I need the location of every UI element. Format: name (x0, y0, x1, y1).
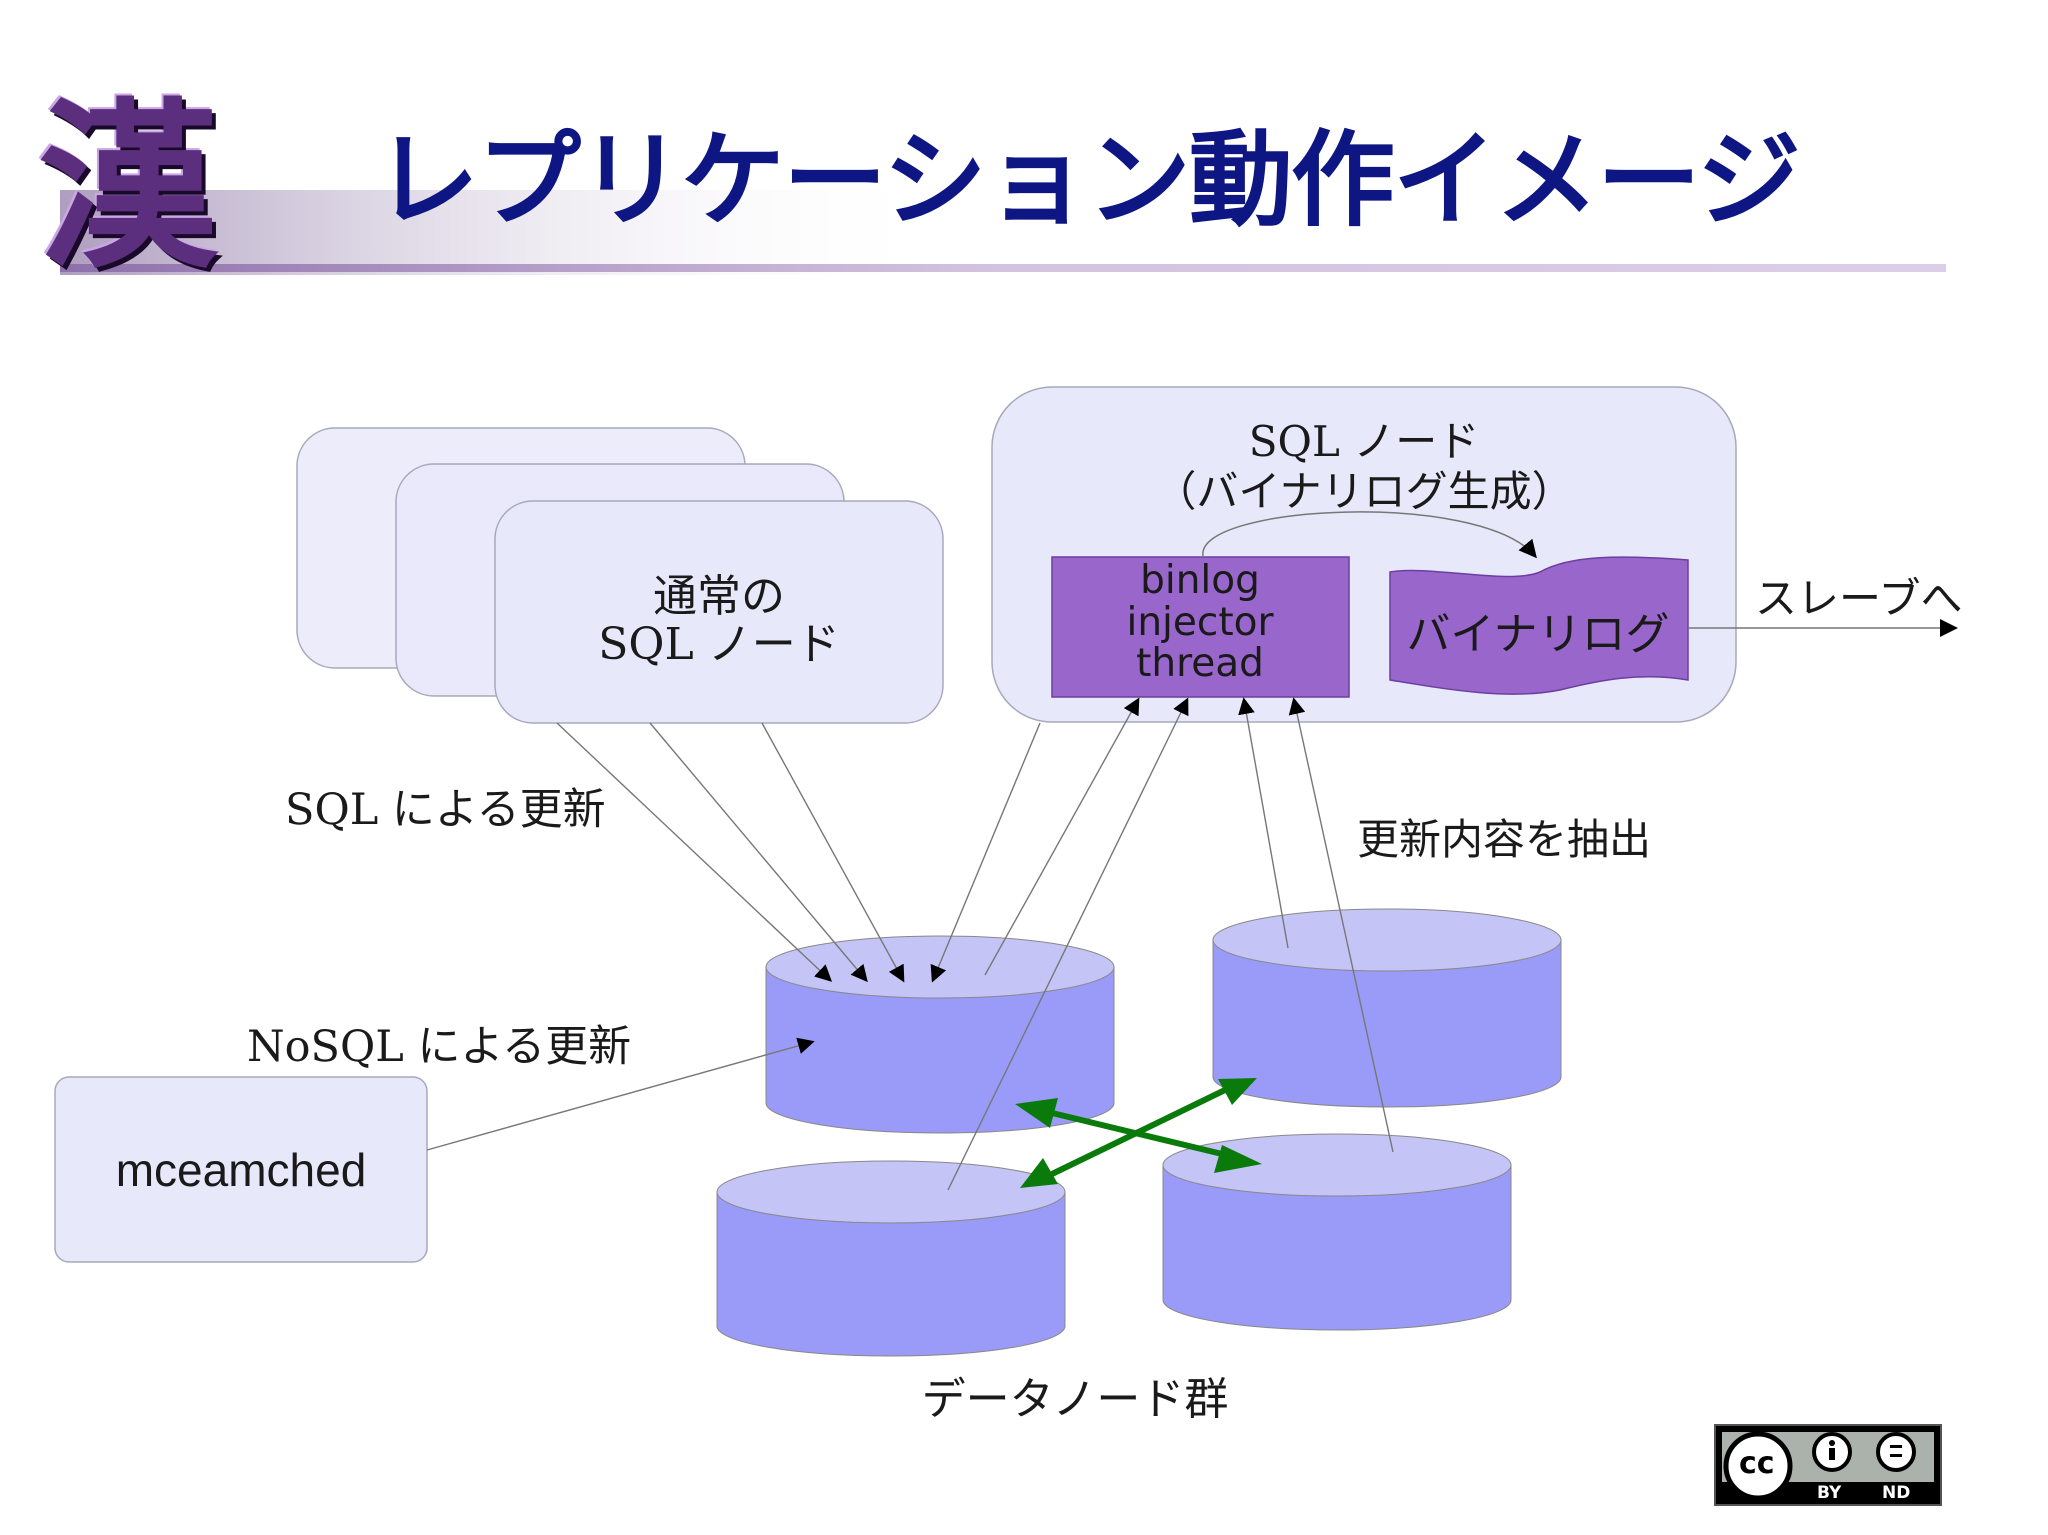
binlog-injector-box (1051, 556, 1350, 698)
header-rule (60, 264, 1946, 272)
by-text: BY (1817, 1483, 1842, 1503)
binlog-injector-line2: injector (1126, 600, 1274, 645)
header-glow (60, 190, 940, 275)
sql-node-label-line1: 通常の (653, 571, 785, 622)
binary-log-shape (1389, 556, 1689, 695)
data-node-4 (1162, 1133, 1512, 1331)
binlog-injector-line1: binlog (1140, 558, 1260, 603)
cc-text: cc (1739, 1446, 1775, 1481)
cc-license-badge (1714, 1424, 1942, 1506)
binlog-injector-line3: thread (1136, 641, 1264, 686)
sql-node-front-box (494, 500, 944, 724)
header-decoration (60, 190, 1946, 275)
memcached-label: mceamched (115, 1144, 367, 1196)
extract-arrows (947, 697, 1394, 1191)
data-node-2 (1212, 908, 1562, 1108)
binlog-sql-node-label-line1: SQL ノード (1248, 417, 1480, 466)
logo-kanji: 漢 (38, 82, 219, 293)
binary-log-label: バイナリログ (1406, 609, 1670, 660)
nosql-update-label: NoSQL による更新 (247, 1022, 632, 1072)
logo: 漢 (38, 88, 238, 298)
extract-update-label: 更新内容を抽出 (1357, 815, 1652, 864)
data-node-1 (765, 935, 1115, 1134)
data-nodes-label: データノード群 (921, 1374, 1229, 1425)
nd-icon (1876, 1432, 1916, 1472)
sql-node-label-line2: SQL ノード (598, 619, 840, 670)
memcached-box (54, 1076, 428, 1263)
binlog-sql-node-label-line2: （バイナリログ生成） (1154, 467, 1574, 516)
green-replication-arrows (1015, 1078, 1262, 1188)
sql-update-label: SQL による更新 (285, 785, 606, 835)
data-node-3 (716, 1160, 1066, 1357)
nd-text: ND (1882, 1483, 1911, 1503)
cc-icon (1723, 1431, 1793, 1501)
sql-update-arrows (556, 722, 1041, 983)
to-slave-label: スレーブへ (1755, 574, 1963, 623)
nosql-update-arrow (426, 1037, 815, 1151)
binlog-write-arrow (1202, 511, 1537, 559)
page-title: レプリケーション動作イメージ (375, 119, 1801, 241)
